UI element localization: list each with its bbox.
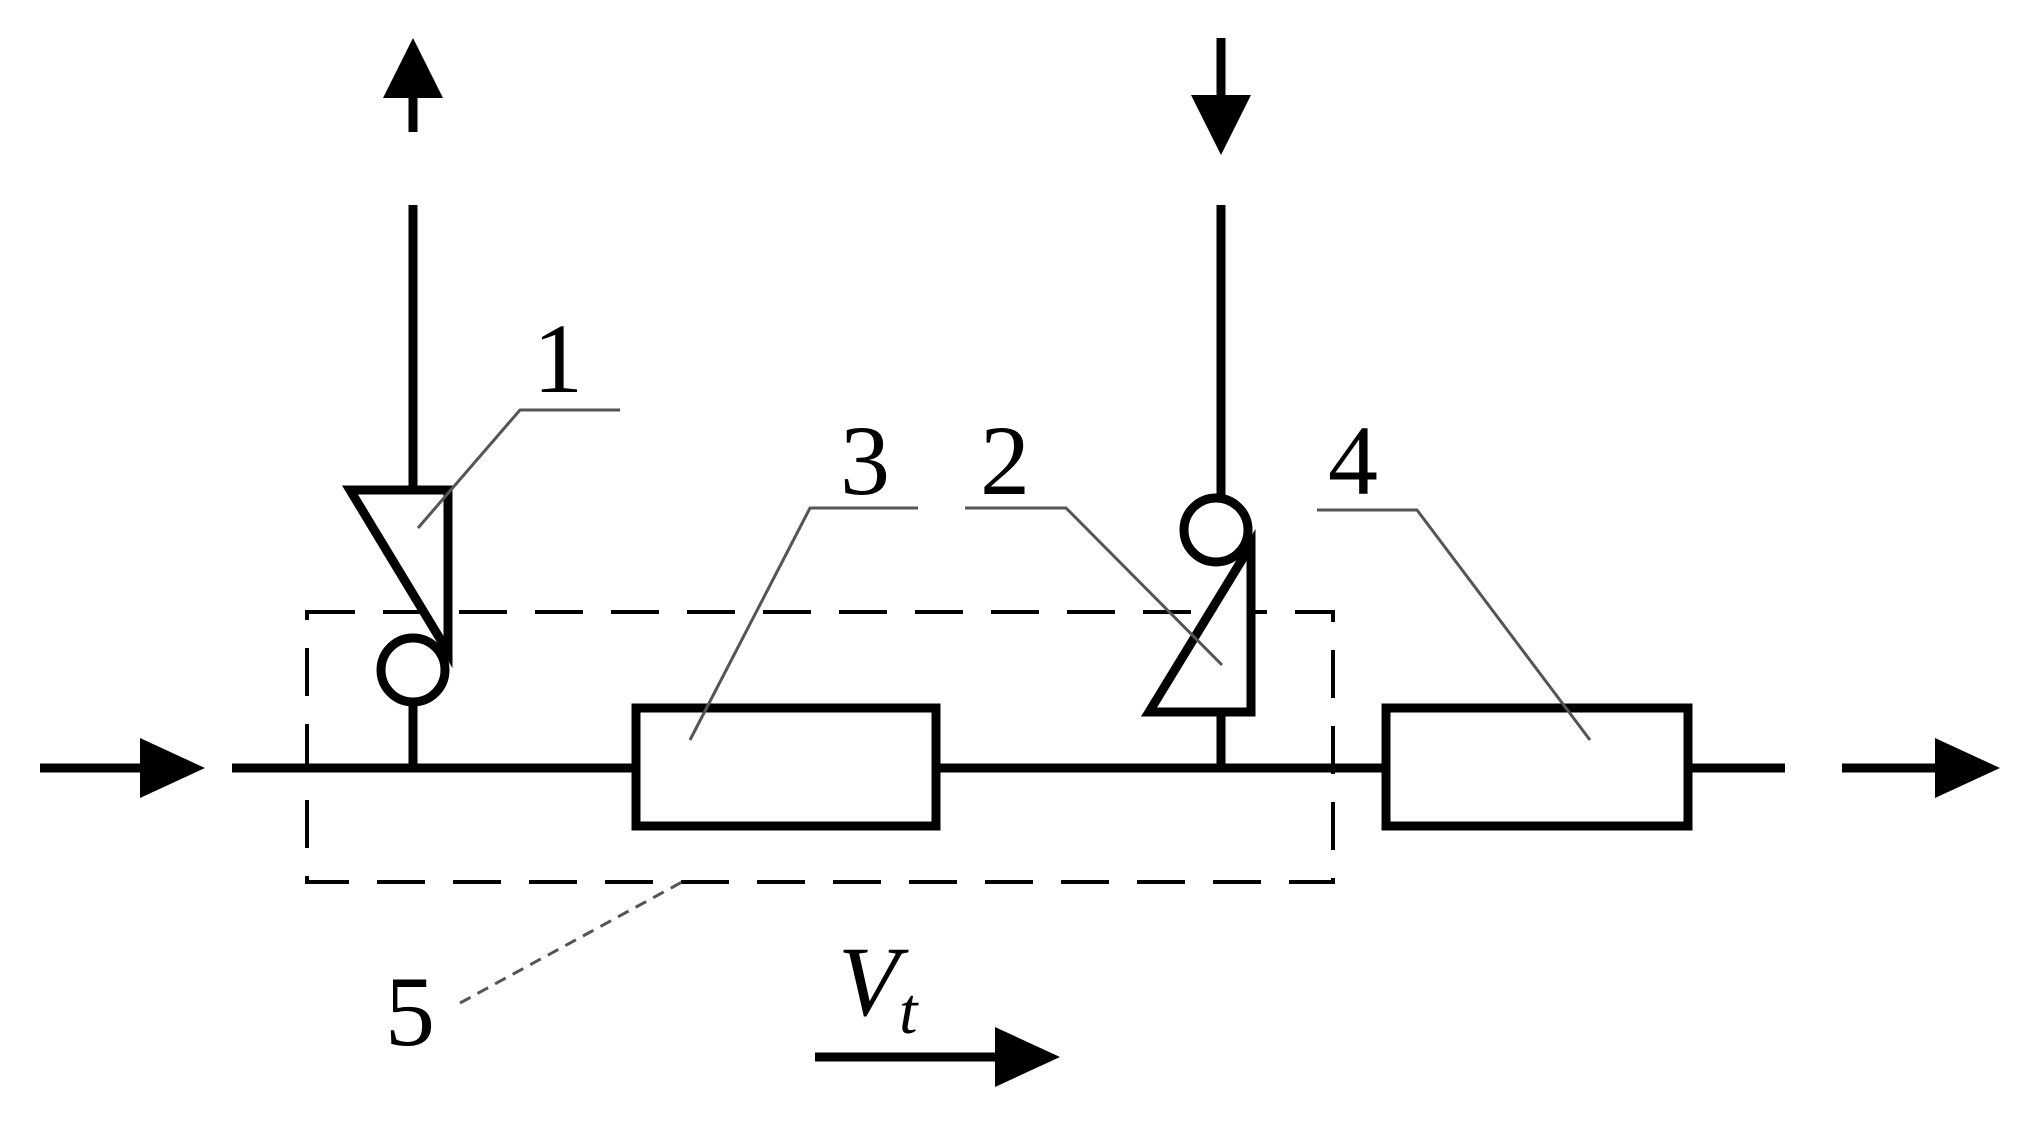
label-1: 1 <box>533 303 583 414</box>
velocity-subscript: t <box>899 975 919 1048</box>
valve-1 <box>342 38 453 768</box>
leader-1 <box>416 408 620 529</box>
leader-4 <box>1317 508 1592 741</box>
outlet-arrow <box>1842 738 2000 798</box>
label-4: 4 <box>1328 405 1378 516</box>
velocity-arrow <box>815 1027 1060 1087</box>
inlet-arrow <box>40 738 205 798</box>
down-arrow-head <box>1191 95 1251 155</box>
element-4-box <box>1381 703 1693 831</box>
label-3: 3 <box>840 405 890 516</box>
element-3-box <box>631 703 941 831</box>
velocity-label: Vt <box>838 926 919 1048</box>
leader-3 <box>688 506 918 741</box>
up-arrow-head <box>383 38 443 98</box>
velocity-symbol: V <box>838 926 909 1037</box>
valve-2 <box>1140 38 1256 768</box>
leader-5 <box>459 880 683 1005</box>
dashed-region-5 <box>305 610 1335 884</box>
label-2: 2 <box>980 405 1030 516</box>
label-5: 5 <box>385 956 435 1067</box>
leader-2 <box>965 506 1224 667</box>
